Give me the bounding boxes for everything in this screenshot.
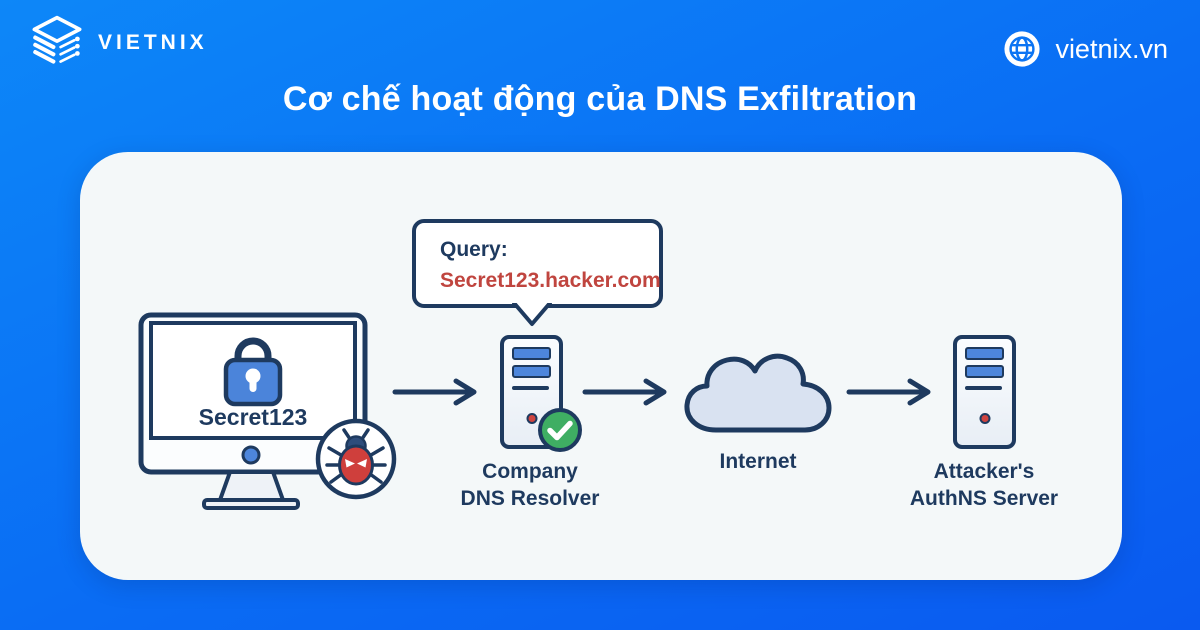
server-slot xyxy=(965,365,1004,378)
attacker-label: Attacker's AuthNS Server xyxy=(894,458,1074,512)
diagram-card: Secret123 Query: Secret123.hacker.com xyxy=(80,152,1122,580)
vietnix-logo: VIETNIX xyxy=(28,14,208,72)
status-ok-icon xyxy=(538,408,582,452)
attacker-label-line2: AuthNS Server xyxy=(909,487,1059,510)
header: VIETNIX vietnix.vn xyxy=(0,0,1200,90)
internet-cloud-icon xyxy=(684,353,832,433)
server-led xyxy=(526,413,537,424)
server-vent xyxy=(512,386,549,390)
monitor-icon xyxy=(138,312,368,510)
vietnix-brand-text: VIETNIX xyxy=(98,31,208,54)
server-slot xyxy=(512,365,551,378)
vietnix-logo-icon xyxy=(32,15,82,64)
resolver-label-line2: DNS Resolver xyxy=(460,487,600,510)
power-button-icon xyxy=(241,445,261,465)
internet-label: Internet xyxy=(719,450,797,473)
lock-icon xyxy=(223,337,283,407)
globe-icon xyxy=(1004,31,1041,67)
website-badge: vietnix.vn xyxy=(1003,30,1168,68)
malware-bug-icon xyxy=(315,418,397,500)
monitor-stand xyxy=(218,470,285,502)
query-label: Query: xyxy=(440,238,508,261)
resolver-label-line1: Company xyxy=(482,460,578,483)
infected-computer: Secret123 xyxy=(138,312,368,512)
server-vent xyxy=(965,386,1002,390)
server-slot xyxy=(965,347,1004,360)
attacker-label-line1: Attacker's xyxy=(933,460,1035,483)
flow-arrow-2 xyxy=(582,378,667,406)
flow-arrow-1 xyxy=(392,378,477,406)
attacker-server-icon xyxy=(953,335,1016,449)
monitor-base xyxy=(202,498,300,510)
server-led xyxy=(979,413,990,424)
server-slot xyxy=(512,347,551,360)
page-title: Cơ chế hoạt động của DNS Exfiltration xyxy=(282,80,918,118)
website-text: vietnix.vn xyxy=(1055,33,1168,64)
secret-label: Secret123 xyxy=(198,404,308,430)
resolver-label: Company DNS Resolver xyxy=(440,458,620,512)
flow-arrow-3 xyxy=(846,378,931,406)
bubble-tail xyxy=(512,303,552,326)
query-bubble: Query: Secret123.hacker.com xyxy=(412,219,663,308)
query-value: Secret123.hacker.com xyxy=(440,269,661,292)
